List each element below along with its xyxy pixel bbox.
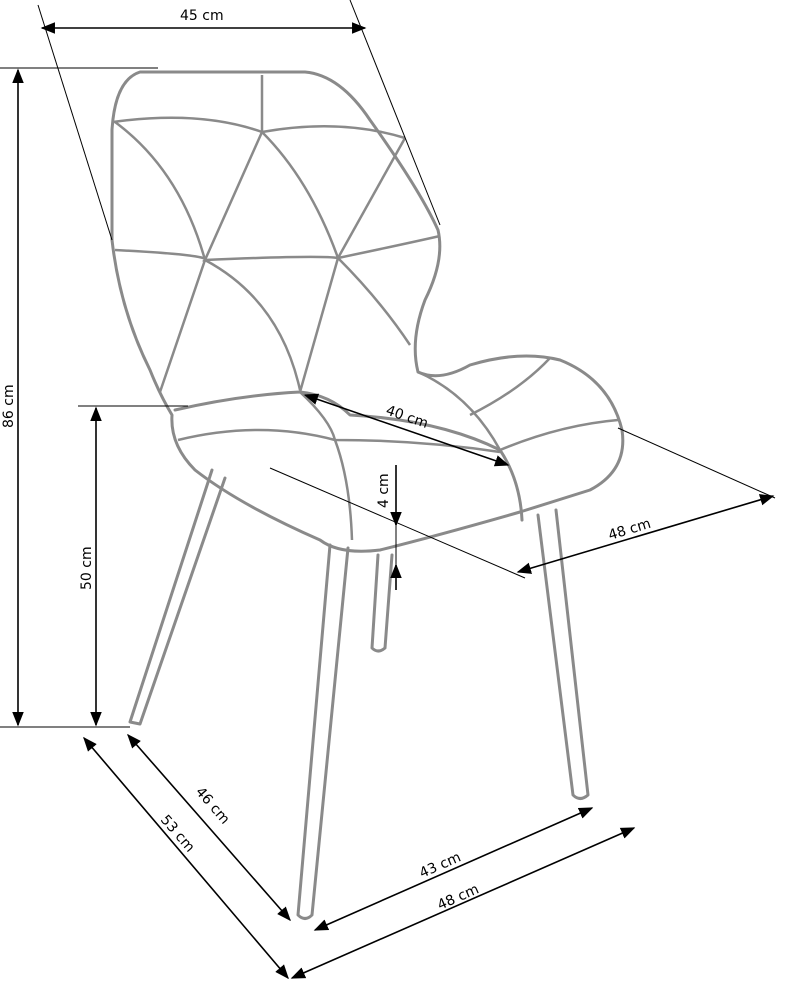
label-seat-height: 50 cm (79, 546, 95, 590)
dimension-lines (0, 0, 776, 980)
label-leg-width-outer: 48 cm (435, 881, 481, 913)
label-seat-thickness: 4 cm (376, 473, 392, 508)
chair-backrest (110, 70, 625, 553)
chair-legs (128, 468, 590, 920)
label-leg-width-inner: 43 cm (417, 849, 463, 881)
label-back-width: 45 cm (180, 8, 224, 24)
label-total-height: 86 cm (1, 384, 17, 428)
back-left-leg (370, 553, 394, 653)
label-seat-depth: 40 cm (384, 403, 430, 432)
label-seat-width: 48 cm (606, 516, 652, 544)
front-right-leg (296, 543, 350, 920)
label-leg-depth-inner: 46 cm (192, 784, 233, 827)
back-right-leg (536, 508, 590, 800)
front-left-leg (128, 468, 227, 726)
